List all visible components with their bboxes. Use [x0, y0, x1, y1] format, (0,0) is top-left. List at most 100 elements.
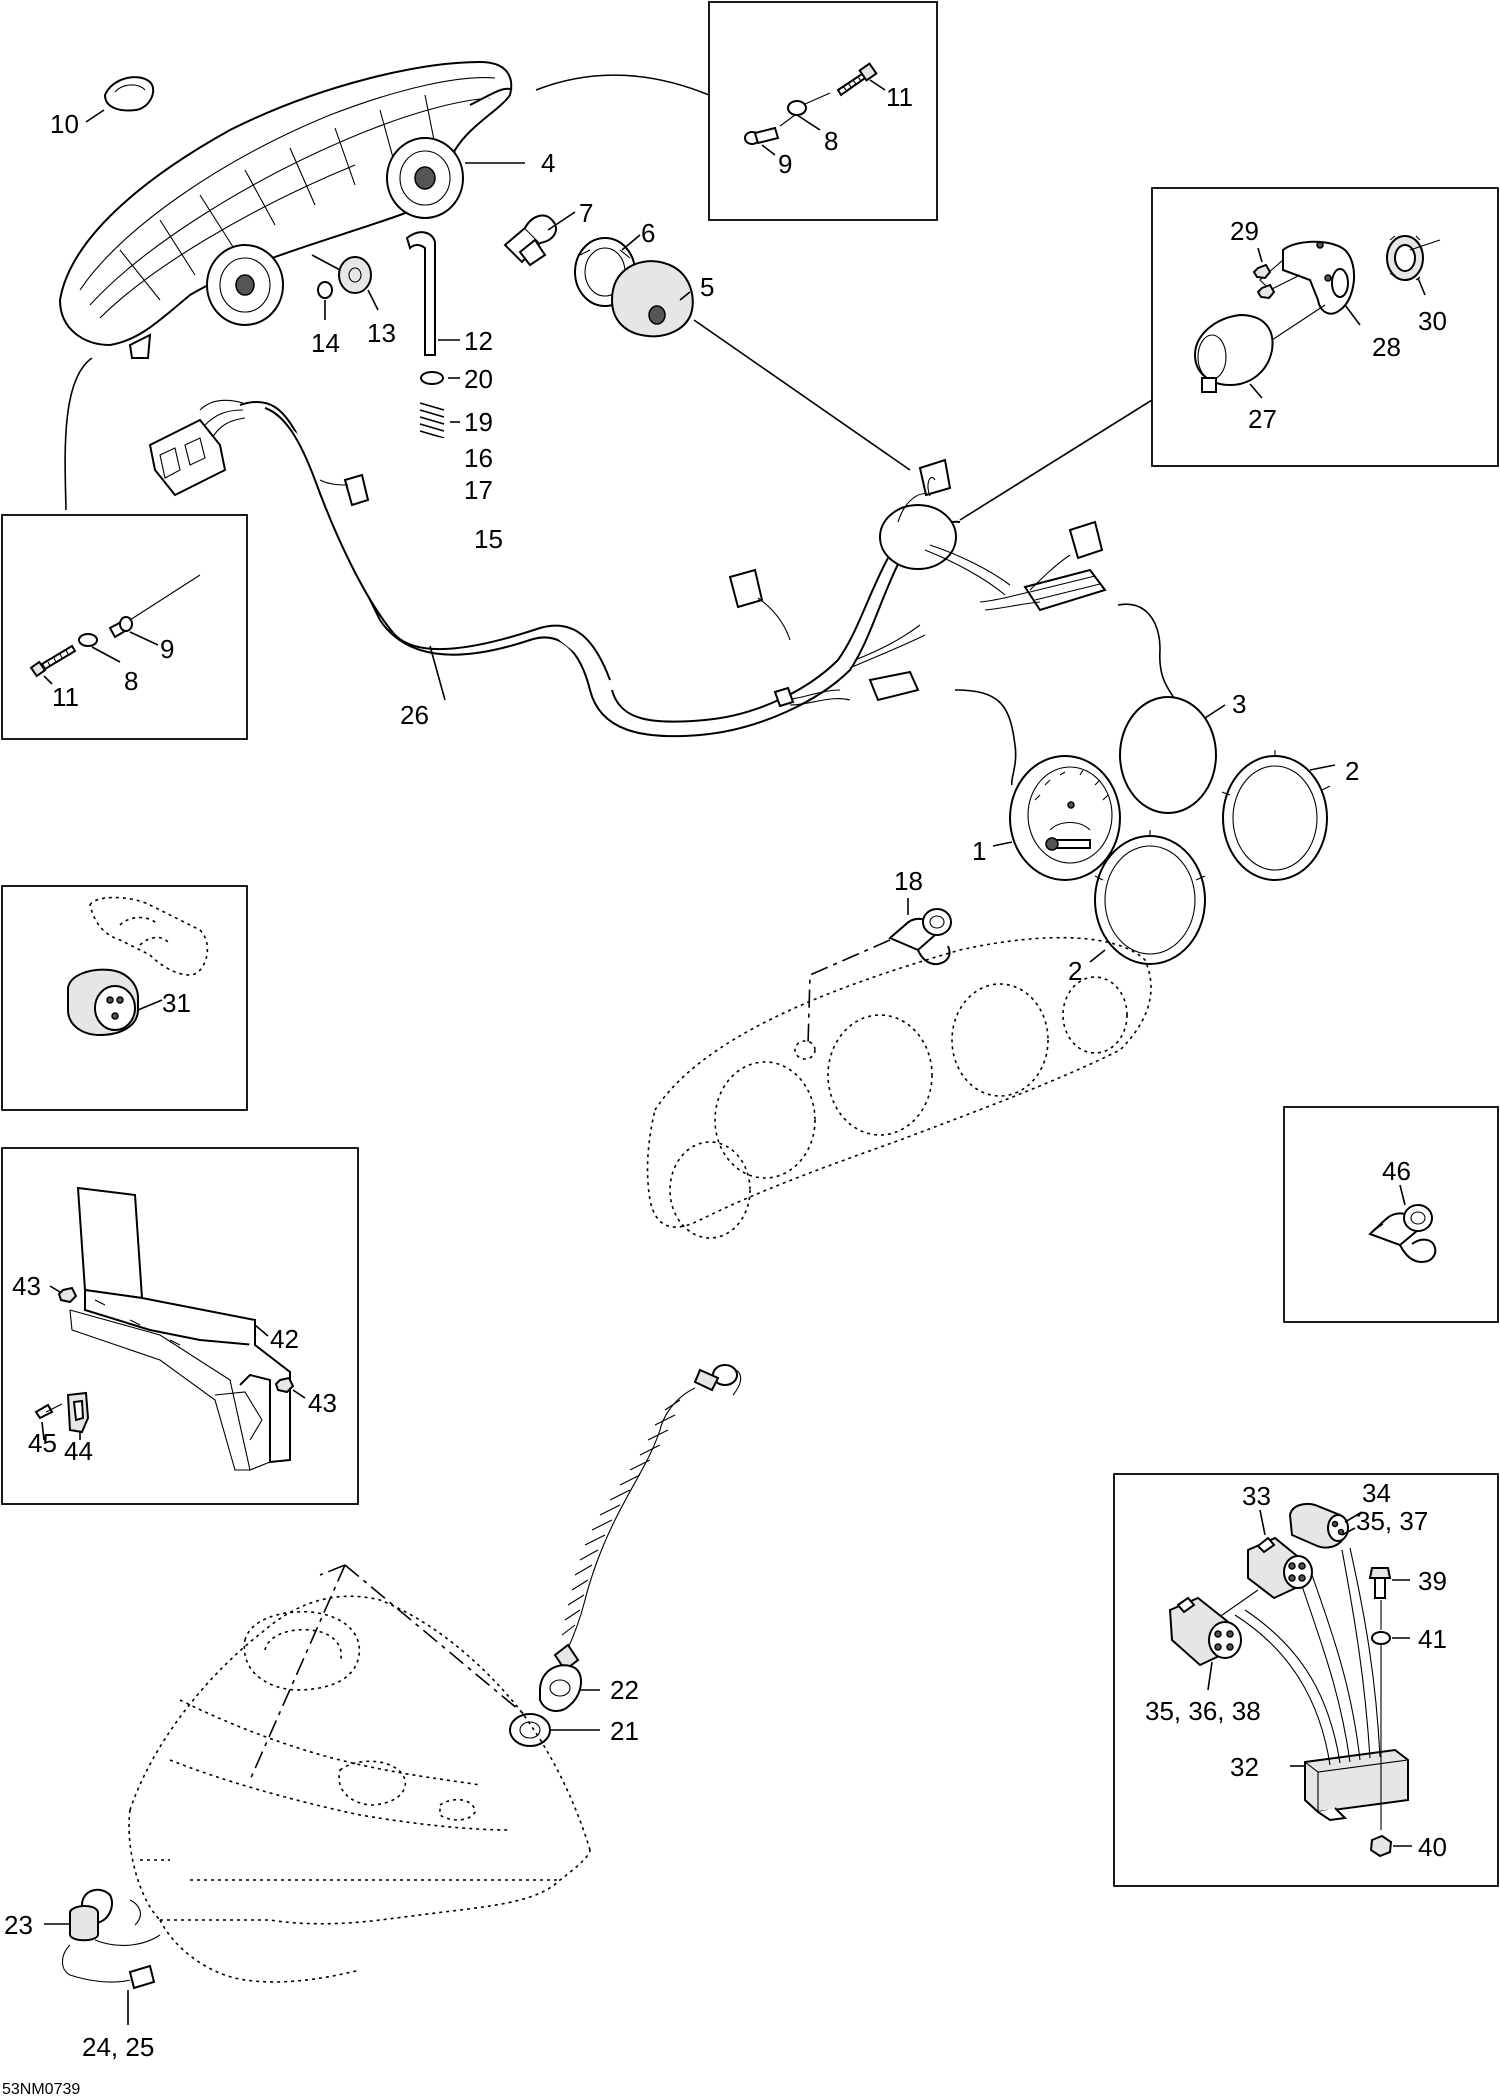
callout-22: 22: [610, 1675, 639, 1705]
callout-40: 40: [1418, 1832, 1447, 1862]
lower-console: [128, 1564, 591, 1983]
adjusting-rod-12: [405, 231, 436, 356]
callout-13: 13: [367, 318, 396, 348]
callout-7: 7: [579, 198, 593, 228]
callout-4: 4: [541, 148, 555, 178]
callout-18: 18: [894, 866, 923, 896]
callout-26: 26: [400, 700, 429, 730]
detail-box-connector: [1, 885, 248, 1111]
spring-19: [419, 402, 445, 446]
callout-35-37: 35, 37: [1356, 1506, 1428, 1536]
rubber-boot-5: [610, 260, 694, 338]
callout-28: 28: [1372, 332, 1401, 362]
tether-cord: [553, 1364, 742, 1672]
callout-1: 1: [972, 836, 986, 866]
tether-cap-22: [539, 1664, 582, 1712]
callout-20: 20: [464, 364, 493, 394]
clip-10: [103, 76, 155, 112]
callout-42: 42: [270, 1324, 299, 1354]
nut-43a: [57, 1286, 78, 1304]
callout-10: 10: [50, 109, 79, 139]
detail-box-regulator: [1113, 1473, 1499, 1887]
callout-41: 41: [1418, 1624, 1447, 1654]
callout-31: 31: [162, 988, 191, 1018]
callout-11-left: 11: [52, 682, 79, 712]
callout-39: 39: [1418, 1566, 1447, 1596]
detail-box-bracket: [1, 1147, 359, 1505]
callout-3: 3: [1232, 689, 1246, 719]
connector-35-36-38: [1168, 1596, 1242, 1667]
dash-panel: [646, 936, 1152, 1239]
callout-23: 23: [4, 1910, 33, 1940]
callout-43-a: 43: [12, 1271, 41, 1301]
screw-45: [34, 1403, 63, 1420]
washer-8-top: [787, 100, 807, 116]
speedometer-1: [1009, 755, 1121, 881]
wiring-harness-26: [148, 399, 1107, 738]
grommet-13: [338, 256, 372, 294]
headlight-assembly: [58, 60, 513, 359]
washer-8-left: [78, 633, 98, 647]
bezel-2-upper: [1221, 750, 1331, 881]
tether-ring-21: [509, 1713, 551, 1747]
callout-2-lower: 2: [1068, 956, 1082, 986]
drawing-code: 53NM0739: [2, 2081, 80, 2098]
callout-labels: 1 2 2 3 4 5 6 7 8 8 9 9 10 11 11 12 13 1…: [4, 82, 1447, 2062]
callout-35-36-38: 35, 36, 38: [1145, 1696, 1261, 1726]
callout-6: 6: [641, 218, 655, 248]
bezel-2-lower: [1094, 830, 1206, 965]
callout-9-top: 9: [778, 149, 792, 179]
callout-46: 46: [1382, 1156, 1411, 1186]
callout-34: 34: [1362, 1478, 1391, 1508]
screw-11-left: [29, 644, 77, 678]
callout-15: 15: [474, 524, 503, 554]
nut-29: [1252, 263, 1276, 300]
callout-45: 45: [28, 1428, 57, 1458]
switch-23: [61, 1888, 161, 1990]
callout-19: 19: [464, 407, 493, 437]
bracket-28: [1259, 240, 1356, 315]
callout-21: 21: [610, 1716, 639, 1746]
callout-16: 16: [464, 443, 493, 473]
bushing-9-top: [744, 114, 796, 145]
callout-14: 14: [311, 328, 340, 358]
detail-box-fasteners-left: [1, 514, 248, 740]
lens-3: [1119, 696, 1217, 814]
callout-27: 27: [1248, 404, 1277, 434]
callout-17: 17: [464, 475, 493, 505]
bracket-42: [69, 1186, 291, 1471]
buzzer-27: [1193, 304, 1326, 393]
nut-43b: [274, 1376, 295, 1394]
callout-43-b: 43: [308, 1388, 337, 1418]
callout-9-left: 9: [160, 634, 174, 664]
detail-box-fasteners-top: [708, 1, 938, 221]
ring-nut-30: [1386, 235, 1424, 281]
bushing-9-left: [108, 574, 201, 639]
callout-30: 30: [1418, 306, 1447, 336]
callout-11-top: 11: [886, 82, 913, 112]
washer-41: [1371, 1631, 1391, 1645]
callout-32: 32: [1230, 1752, 1259, 1782]
callout-24-25: 24, 25: [82, 2032, 154, 2062]
bulb-7: [503, 214, 557, 267]
callout-29: 29: [1230, 216, 1259, 246]
clip-44: [66, 1391, 90, 1434]
screw-39: [1368, 1567, 1392, 1599]
regulator-32: [1304, 1748, 1409, 1822]
connector-34: [1288, 1502, 1349, 1549]
regulator-wires: [1234, 1547, 1381, 1766]
callout-12: 12: [464, 326, 493, 356]
nut-14: [317, 281, 333, 299]
connector-33: [1247, 1536, 1313, 1600]
detail-box-key-switch: [1283, 1106, 1499, 1323]
callout-8-left: 8: [124, 666, 138, 696]
screw-11-top: [836, 62, 878, 97]
callout-44: 44: [64, 1436, 93, 1466]
connector-31: [67, 896, 209, 1037]
callout-2-upper: 2: [1345, 756, 1359, 786]
nut-40: [1369, 1834, 1393, 1858]
callout-8-top: 8: [824, 126, 838, 156]
key-switch-46: [1368, 1204, 1437, 1264]
callout-33: 33: [1242, 1481, 1271, 1511]
